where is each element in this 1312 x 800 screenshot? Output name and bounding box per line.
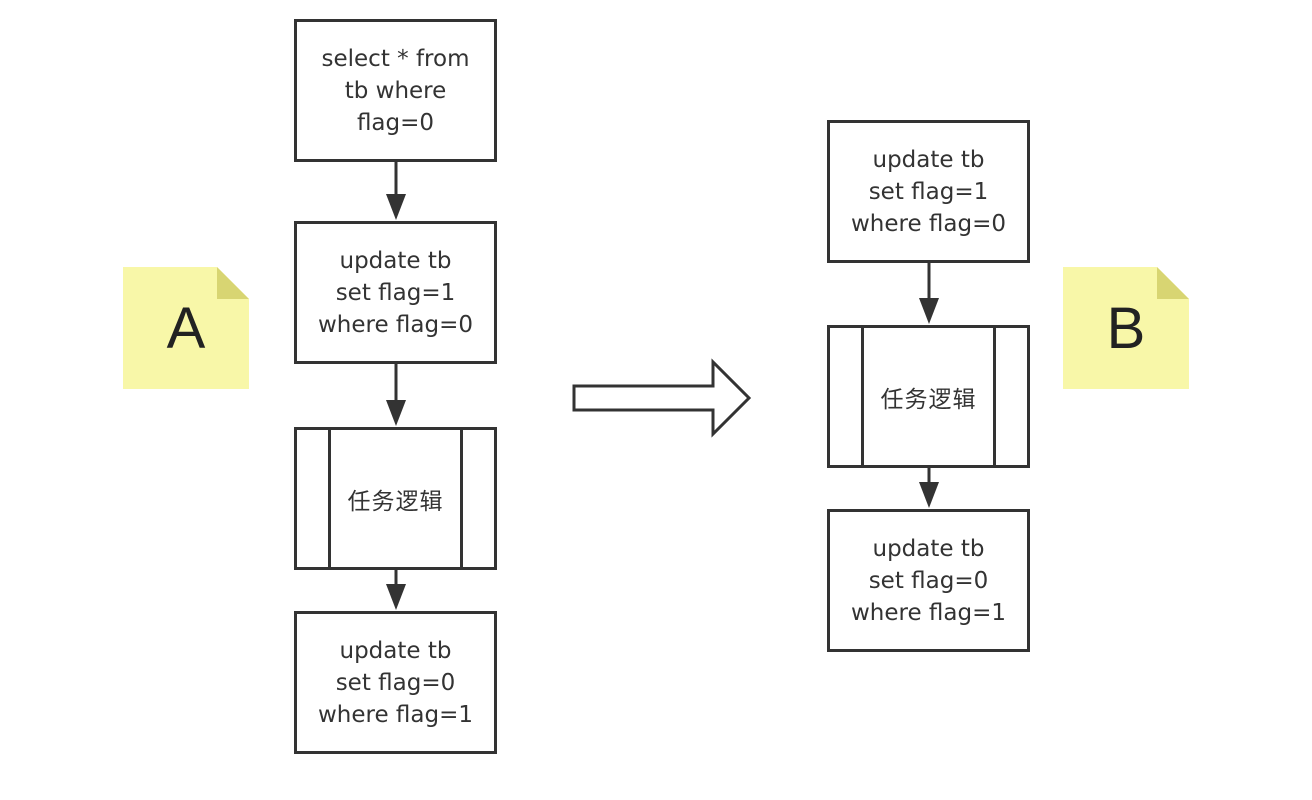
flow-b-update-set-line-2: set flag=1 (868, 178, 989, 205)
flow-a-update-set-line-2: set flag=1 (335, 279, 456, 306)
right-arrow-icon (572, 358, 752, 438)
flow-a-task-box: 任务逻辑 (294, 427, 497, 570)
process-left-bar (328, 430, 331, 567)
connector-a-task-to-reset (386, 569, 406, 610)
flow-a-update-reset-line-3: where flag=1 (317, 701, 474, 728)
flow-a-select-line-2: tb where (344, 77, 447, 104)
flow-b-update-reset-box: update tb set flag=0 where flag=1 (827, 509, 1030, 652)
flow-a-update-reset-box: update tb set flag=0 where flag=1 (294, 611, 497, 754)
flow-b-update-reset-line-1: update tb (872, 535, 985, 562)
flow-b-update-set-line-3: where flag=0 (850, 210, 1007, 237)
flow-a-select-line-3: flag=0 (356, 109, 435, 136)
flow-b-update-reset-line-3: where flag=1 (850, 599, 1007, 626)
flow-a-select-box: select * from tb where flag=0 (294, 19, 497, 162)
connector-a-update-to-task (386, 362, 406, 426)
note-b-label: B (1106, 295, 1146, 361)
note-fold-icon (217, 267, 249, 299)
flow-b-update-set-box: update tb set flag=1 where flag=0 (827, 120, 1030, 263)
flow-a-task-label: 任务逻辑 (347, 488, 444, 515)
flow-b-task-box: 任务逻辑 (827, 325, 1030, 468)
note-b: B (1063, 267, 1189, 389)
flow-a-select-line-1: select * from (321, 45, 470, 72)
note-fold-shadow (217, 267, 249, 299)
note-a: A (123, 267, 249, 389)
process-right-bar (993, 328, 996, 465)
flow-b-update-set-line-1: update tb (872, 146, 985, 173)
note-a-label: A (166, 295, 206, 361)
flow-a-update-reset-line-1: update tb (339, 637, 452, 664)
flow-a-update-set-line-1: update tb (339, 247, 452, 274)
note-fold-icon (1157, 267, 1189, 299)
flow-a-update-reset-line-2: set flag=0 (335, 669, 456, 696)
process-right-bar (460, 430, 463, 567)
process-left-bar (861, 328, 864, 465)
flow-a-update-set-box: update tb set flag=1 where flag=0 (294, 221, 497, 364)
flow-a-update-set-line-3: where flag=0 (317, 311, 474, 338)
connector-b-task-to-reset (919, 467, 939, 508)
connector-a-select-to-update (386, 161, 406, 220)
flow-b-update-reset-line-2: set flag=0 (868, 567, 989, 594)
flow-b-task-label: 任务逻辑 (880, 386, 977, 413)
connector-b-update-to-task (919, 261, 939, 324)
note-fold-shadow (1157, 267, 1189, 299)
